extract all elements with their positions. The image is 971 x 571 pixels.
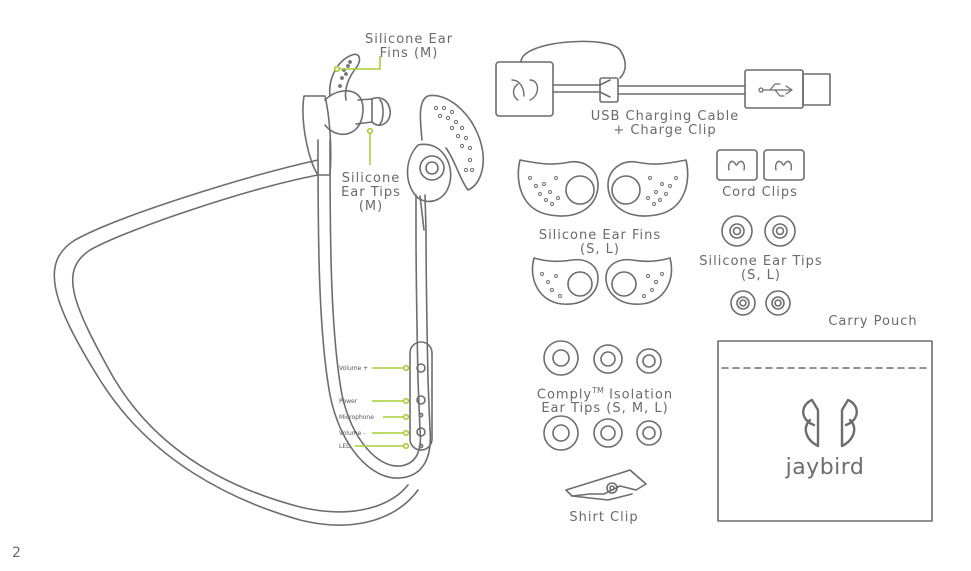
label-led: LED [339,443,351,450]
label-cord-clips: Cord Clips [722,185,798,200]
silicone-ear-tips-sl [721,215,796,316]
label-microphone: Microphone [339,414,374,421]
inline-remote [409,341,433,451]
label-tips-m: Silicone Ear Tips (M) [332,172,410,214]
right-earbud [406,94,484,231]
label-tips-m-line1: Silicone [341,171,401,186]
trademark-mark: TM [592,386,604,395]
label-fins-sl-line2: (S, L) [580,242,620,257]
label-comply-suffix: Isolation [603,387,674,403]
carry-pouch [717,340,933,522]
page-number: 2 [12,545,21,561]
label-fins-m-line1: Silicone Ear [364,32,454,47]
label-comply-prefix: Comply [536,387,593,403]
label-power: Power [339,398,358,405]
comply-ear-tips [543,340,662,451]
headphone-cable [53,139,432,526]
label-tips-m-line3: (M) [358,199,384,214]
shirt-clip [565,469,647,501]
label-carry-pouch: Carry Pouch [828,314,918,329]
label-fins-sl-line1: Silicone Ear Fins [538,228,662,243]
label-fins-m: Silicone Ear Fins (M) [354,33,464,61]
label-volume-up: Volume + [339,365,369,372]
usb-charging-cable [495,40,831,117]
callout-lines [333,56,410,450]
label-usb-line1: USB Charging Cable [590,109,740,124]
label-shirt-clip: Shirt Clip [569,510,639,525]
label-tips-sl: Silicone Ear Tips (S, L) [694,255,828,283]
label-usb: USB Charging Cable + Charge Clip [590,110,740,138]
silicone-ear-fins-sl [517,159,689,305]
label-fins-m-line2: Fins (M) [379,46,439,61]
label-tips-sl-line1: Silicone Ear Tips [699,254,823,269]
label-usb-line2: + Charge Clip [613,123,717,138]
brand-logo-text: jaybird [785,455,865,480]
label-comply-line1: ComplyTM Isolation [530,384,680,402]
label-comply: ComplyTM Isolation Ear Tips (S, M, L) [530,384,680,416]
label-tips-m-line2: Ear Tips [341,185,401,200]
left-earbud [302,53,391,176]
label-tips-sl-line2: (S, L) [741,268,781,283]
label-fins-sl: Silicone Ear Fins (S, L) [530,229,670,257]
cord-clips [716,149,805,181]
label-comply-line2: Ear Tips (S, M, L) [541,401,669,417]
label-volume-down: Volume - [339,430,366,437]
